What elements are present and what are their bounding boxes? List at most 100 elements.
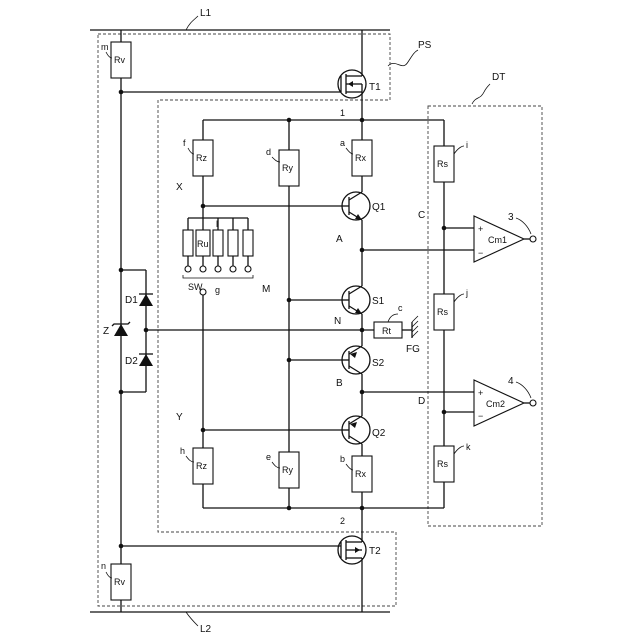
ps-leader [388, 50, 418, 66]
ry-top-label: Ry [282, 163, 293, 173]
ru-label: Ru [197, 239, 209, 249]
junction [287, 506, 292, 511]
node-n-label: N [334, 316, 341, 327]
rs-top-tag: i [466, 140, 468, 150]
rs-mid-tag: j [465, 288, 468, 298]
rs-bot-tag: k [466, 442, 471, 452]
l1-leader [186, 16, 198, 30]
cm1-label: Cm1 [488, 235, 507, 245]
t1-label: T1 [369, 82, 381, 93]
node-x-label: X [176, 182, 183, 193]
l2-leader [186, 612, 198, 626]
node-m-label: M [262, 284, 270, 295]
d2-label: D2 [125, 356, 138, 367]
l2-label: L2 [200, 624, 212, 635]
rx-top-tag: a [340, 138, 345, 148]
s1-label: S1 [372, 296, 385, 307]
zener-z [114, 324, 128, 336]
sw-tag: g [215, 285, 220, 295]
rx-top-label: Rx [355, 153, 366, 163]
sw-contact-4 [230, 266, 236, 272]
junction [119, 268, 124, 273]
output-3-label: 3 [508, 212, 514, 223]
node-2-label: 2 [340, 516, 345, 526]
rz-bot-label: Rz [196, 461, 207, 471]
output-4-terminal [530, 400, 536, 406]
junction [360, 506, 365, 511]
diode-d2 [139, 354, 153, 366]
rv-top-tag: m [101, 42, 109, 52]
rs-mid-leader [454, 294, 464, 302]
rs-top-label: Rs [437, 159, 448, 169]
junction [119, 544, 124, 549]
node-b-label: B [336, 378, 343, 389]
dt-label: DT [492, 72, 505, 83]
rz-top-label: Rz [196, 153, 207, 163]
rt-tag-leader [388, 314, 398, 322]
sw-contact-1 [185, 266, 191, 272]
s2-label: S2 [372, 358, 385, 369]
rz-top-tag: f [183, 138, 186, 148]
fg-label: FG [406, 344, 420, 355]
rs-top-leader [454, 146, 464, 154]
rv-bot-label: Rv [114, 577, 125, 587]
sw-contact-5 [245, 266, 251, 272]
ground-hatch [412, 321, 418, 327]
resistor-ru-4 [228, 230, 238, 256]
ry-bot-tag: e [266, 452, 271, 462]
q2-label: Q2 [372, 428, 386, 439]
t2-label: T2 [369, 546, 381, 557]
sw-common [200, 289, 206, 295]
rv-bot-tag: n [101, 561, 106, 571]
sw-contact-2 [200, 266, 206, 272]
d1-label: D1 [125, 295, 138, 306]
cm2-label: Cm2 [486, 399, 505, 409]
rt-label: Rt [382, 326, 391, 336]
out3-leader [516, 218, 531, 234]
node-c-label: C [418, 210, 425, 221]
resistor-ru-1 [183, 230, 193, 256]
sw-contact-3 [215, 266, 221, 272]
out4-leader [516, 382, 531, 398]
ru-tag: l [216, 219, 218, 229]
output-4-label: 4 [508, 376, 514, 387]
q1-label: Q1 [372, 202, 386, 213]
rz-bot-tag: h [180, 446, 185, 456]
rv-top-label: Rv [114, 55, 125, 65]
cm2-minus: − [478, 411, 483, 421]
dt-leader [472, 84, 490, 104]
output-3-terminal [530, 236, 536, 242]
sw-bracket [183, 275, 253, 278]
rx-bot-label: Rx [355, 469, 366, 479]
t1-arrow [348, 81, 353, 87]
rs-bot-label: Rs [437, 459, 448, 469]
cm2-plus: + [478, 388, 483, 398]
z-label: Z [103, 326, 109, 337]
rx-bot-tag: b [340, 454, 345, 464]
ry-top-tag: d [266, 147, 271, 157]
node-y-label: Y [176, 412, 183, 423]
ps-label: PS [418, 40, 432, 51]
ground-hatch [412, 331, 418, 337]
rt-tag: c [398, 303, 403, 313]
ground-hatch [412, 316, 418, 322]
junction [119, 90, 124, 95]
ground-hatch [412, 326, 418, 332]
rs-bot-leader [454, 446, 464, 454]
cm1-plus: + [478, 224, 483, 234]
node-1-label: 1 [340, 108, 345, 118]
t2-arrow [355, 547, 360, 553]
diode-d1 [139, 294, 153, 306]
cm1-minus: − [478, 248, 483, 258]
junction [119, 390, 124, 395]
junction [360, 328, 365, 333]
junction [144, 328, 149, 333]
node-a-label: A [336, 234, 343, 245]
node-d-label: D [418, 396, 425, 407]
resistor-ru-5 [243, 230, 253, 256]
resistor-ru-3 [213, 230, 223, 256]
l1-label: L1 [200, 8, 212, 19]
ry-bot-label: Ry [282, 465, 293, 475]
rs-mid-label: Rs [437, 307, 448, 317]
